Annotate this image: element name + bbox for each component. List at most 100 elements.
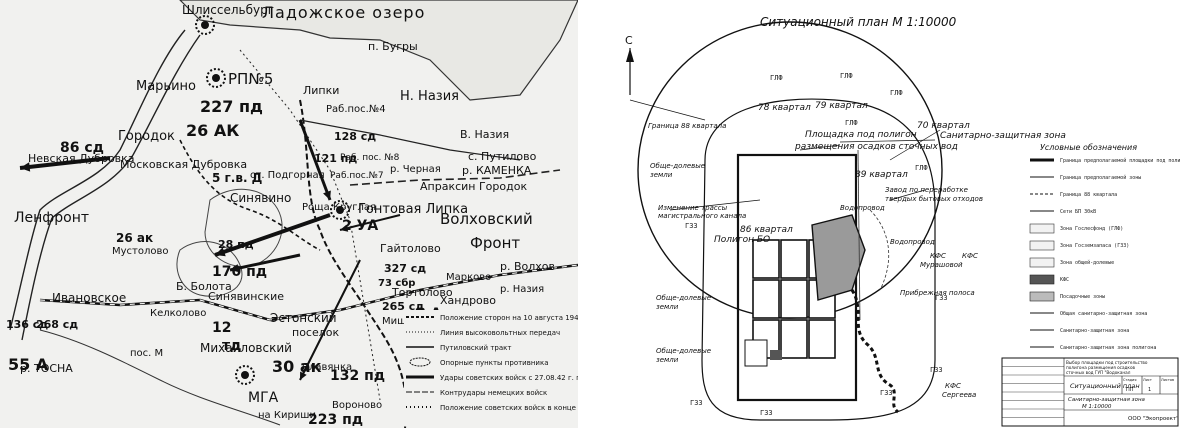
legend-label: Зона общей-долевые xyxy=(1060,259,1114,266)
site-plot xyxy=(811,214,866,301)
neva-river-bank-1 xyxy=(9,29,186,331)
legend-swatch xyxy=(1029,291,1055,302)
attack-arrow-128 xyxy=(298,119,332,201)
place-poselok: поселок xyxy=(292,326,339,339)
polygon-cell xyxy=(780,279,808,319)
label-vodopr: Водопровод xyxy=(840,204,885,212)
stamp-stage-head: Стадия xyxy=(1123,378,1136,382)
legend-box xyxy=(404,310,576,426)
attack-arrow-86 xyxy=(19,156,111,170)
label-kfs1b: Мурашовой xyxy=(920,261,963,269)
polygon-cell xyxy=(780,319,808,359)
canal-line xyxy=(857,149,861,321)
legend-title: Условные обозначения xyxy=(1040,143,1137,152)
strongpoint-mga-core xyxy=(241,371,249,379)
place-markovo: Марково xyxy=(446,272,491,283)
unit-u132: 132 пд xyxy=(330,368,385,384)
place-kelkolovo: Келколово xyxy=(150,308,206,319)
counter-arrow-2 xyxy=(339,214,401,231)
front-line-west xyxy=(179,139,321,251)
outer-zone-boundary xyxy=(701,98,936,421)
rail-road-east xyxy=(349,169,561,186)
place-b-bolota: Б. Болота xyxy=(176,280,232,293)
legend-label: Положение советских войск в конце операц… xyxy=(440,404,578,412)
zone-code: ГЗЗ xyxy=(685,222,698,230)
place-mikhaylovsky: Михайловский xyxy=(200,341,292,355)
leader-line xyxy=(839,139,936,143)
legend-item-white2: Зона Госземзапаса (ГЗЗ) xyxy=(1029,240,1129,251)
label-q88: Граница 88 квартала xyxy=(648,122,726,130)
legend-label: Граница предполагаемой зоны xyxy=(1060,175,1141,181)
place-bugry: п. Бугры xyxy=(368,40,418,53)
putilov-tract xyxy=(299,119,521,161)
legend-item-attack: Удары советских войск с 27.08.42 г. по 0… xyxy=(406,374,578,382)
legend-label: Санитарно-защитная зона xyxy=(1060,328,1129,334)
place-tosna: р. ТОСНА xyxy=(20,362,73,375)
attack-arrow-28 xyxy=(229,253,301,272)
place-n-naziya: Н. Назия xyxy=(400,89,459,104)
label-common1: Обще-долевые xyxy=(650,162,705,170)
unit-u86: 86 сд xyxy=(60,140,104,156)
zone-code: ГЗЗ xyxy=(880,389,893,397)
legend-swatch xyxy=(1029,257,1055,268)
label-vodopr2: Водопровод xyxy=(890,238,935,246)
legend-label: Положение сторон на 10 августа 1942 г. xyxy=(440,314,578,322)
place-sinyavino: Синявино xyxy=(230,191,291,205)
place-rab7: Раб.пос.№7 xyxy=(330,171,384,181)
label-kfs3: КФС xyxy=(945,382,961,390)
sinyavino-contour xyxy=(204,188,283,267)
legend-item-sides: Положение сторон на 10 августа 1942 г. xyxy=(406,314,578,322)
building xyxy=(744,339,768,367)
legend-item-thick: Граница предполагаемой площадки под поли… xyxy=(1030,158,1180,164)
place-estonsky: Эстонский xyxy=(270,311,337,325)
legend-item-line4: Санитарно-защитная зона полигона xyxy=(1030,345,1156,351)
stamp-project-line: полигона размещения осадков xyxy=(1066,365,1136,370)
unit-u121: 121 пд xyxy=(314,152,357,165)
label-q70: 70 квартал xyxy=(917,121,970,131)
legend-swatch xyxy=(1029,274,1055,285)
zone-code: ГЗЗ xyxy=(690,399,703,407)
power-line xyxy=(239,49,381,401)
unit-u28: 28 пд xyxy=(218,238,254,251)
stamp-project-line: Выбор площадки под строительство xyxy=(1066,360,1148,365)
north-arrow-head xyxy=(626,48,634,62)
place-rab4: Раб.пос.№4 xyxy=(326,104,386,115)
strongpoint-roshcha-core xyxy=(336,206,344,214)
place-chernaya: р. Черная xyxy=(390,164,441,175)
unit-u128: 128 сд xyxy=(334,130,376,143)
unit-u265: 265 сд xyxy=(382,300,424,313)
place-ivanovskoe: Ивановское xyxy=(52,291,126,305)
legend-label: Контрудары немецких войск xyxy=(440,389,547,397)
place-naziya-r: р. Назия xyxy=(500,284,544,295)
legend-item-white: Зона Гослесфонд (ГЛФ) xyxy=(1029,223,1123,234)
unit-u136: 136 сд xyxy=(6,318,48,331)
front-line-east xyxy=(299,99,408,428)
zone-code: ГЛФ xyxy=(840,72,853,80)
place-rab8: Раб. пос. №8 xyxy=(340,153,400,163)
legend-label: Санитарно-защитная зона полигона xyxy=(1060,345,1156,351)
label-q86: 86 квартал xyxy=(740,225,793,235)
legend-label: Граница предполагаемой площадки под поли… xyxy=(1060,158,1180,164)
place-sinyavinskie: Синявинские xyxy=(208,290,284,303)
attack-arrow-86-head xyxy=(20,162,31,172)
counter-arrow-1-head xyxy=(300,371,307,380)
place-apraksin: Апраксин Городок xyxy=(420,180,527,193)
legend-item-line3: Санитарно-защитная зона xyxy=(1030,328,1129,334)
legend-item-line2: Общая санитарно-защитная зона xyxy=(1030,310,1147,317)
stamp-sheet-head: Лист xyxy=(1143,378,1152,382)
place-volkhov-riv: р. Волхов xyxy=(500,260,555,273)
panel-divider xyxy=(578,0,590,428)
legend-item-counter: Контрудары немецких войск xyxy=(406,389,547,397)
label-q89: 89 квартал xyxy=(855,170,908,180)
legend-item-final: Положение советских войск в конце операц… xyxy=(406,404,578,412)
zone-code: ГЛФ xyxy=(915,164,928,172)
attack-arrow-28-head xyxy=(230,264,240,273)
counter-arrow-2-head xyxy=(340,224,349,232)
legend-item-strong: Опорные пункты противника xyxy=(409,357,549,367)
polygon-cell xyxy=(808,319,836,359)
stamp-stage: ПП xyxy=(1126,387,1134,393)
place-tortolovo: Тортолово xyxy=(391,286,453,299)
railway-ties xyxy=(39,264,578,321)
